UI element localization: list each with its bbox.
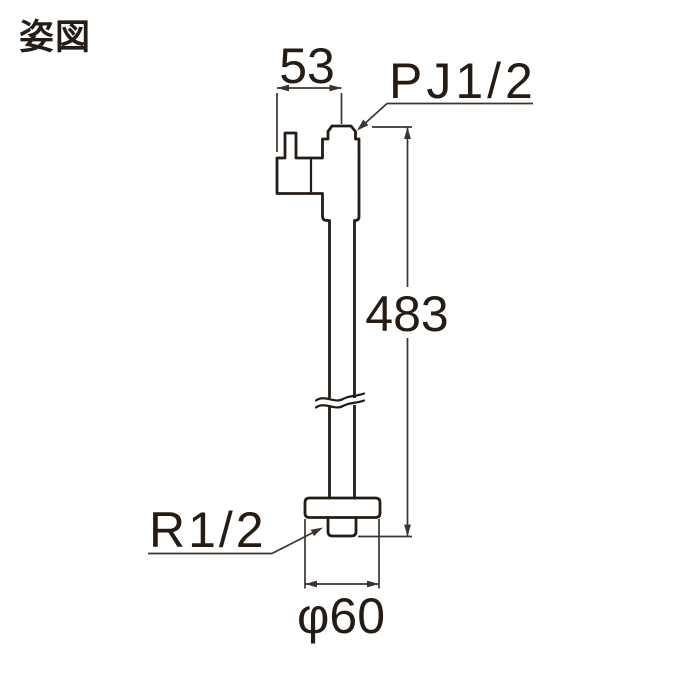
dimension-diameter-value: φ60 (297, 588, 385, 644)
pipe-break-mark-lower (314, 399, 366, 409)
callout-thread-top: PJ1/2 (357, 53, 537, 131)
arrowhead-left (305, 580, 317, 588)
dimension-width-top: 53 (276, 38, 343, 152)
leader-arrowhead (310, 527, 323, 537)
pipe-break-mark-upper (314, 392, 366, 402)
pipe-break-group (314, 392, 366, 409)
arrowhead-left (277, 84, 289, 92)
arrowhead-right (329, 84, 342, 92)
leader-arrowhead (357, 119, 369, 131)
callout-thread-bottom: R1/2 (148, 502, 323, 558)
thread-top-label: PJ1/2 (389, 53, 537, 109)
pipe-break-mask (317, 398, 363, 405)
arrowhead-up (404, 127, 411, 139)
arrowhead-down (404, 524, 411, 537)
figure-title: 姿図 (19, 18, 92, 57)
arrowhead-right (367, 580, 379, 588)
dimension-height-value: 483 (365, 286, 448, 342)
thread-bottom-label: R1/2 (149, 502, 267, 558)
dimension-width-top-value: 53 (279, 38, 335, 94)
leader-diagonal (271, 529, 319, 555)
valve-outline-group (275, 124, 382, 538)
valve-body-outline (275, 124, 382, 538)
dimension-height: 483 (358, 126, 449, 538)
dimension-diameter: φ60 (297, 519, 385, 644)
